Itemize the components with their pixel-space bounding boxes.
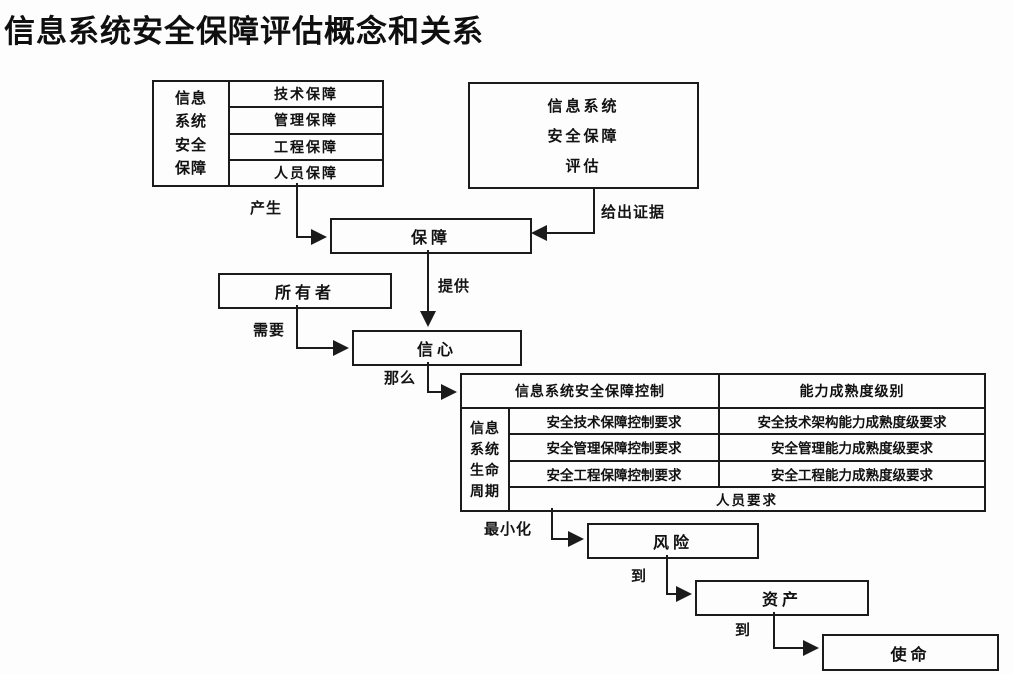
assurance-components-table: 信息系统安全保障 技术保障 管理保障 工程保障 人员保障: [152, 80, 384, 187]
assurance-table-side-label: 信息系统安全保障: [174, 90, 207, 177]
table-cell: 安全管理能力成熟度级要求: [771, 441, 933, 457]
table-cell: 安全技术架构能力成熟度级要求: [757, 415, 947, 431]
evaluation-box-line: 安全保障: [547, 128, 620, 145]
control-table-footer-cell: 人员要求: [716, 492, 778, 508]
edge-label-to-2: 到: [735, 622, 752, 639]
page-title: 信息系统安全保障评估概念和关系: [4, 14, 484, 49]
node-owner: 所有者: [218, 273, 392, 309]
node-asset: 资产: [695, 580, 869, 616]
edge-produce: [296, 183, 327, 245]
evaluation-box: 信息系统 安全保障 评估: [468, 82, 699, 189]
node-mission: 使命: [822, 634, 999, 671]
edge-label-minimize: 最小化: [484, 521, 533, 538]
node-confidence: 信心: [352, 330, 522, 366]
control-table-header: 信息系统安全保障控制 能力成熟度级别: [462, 375, 984, 409]
table-cell: 安全技术保障控制要求: [510, 409, 720, 434]
edge-minimize: [551, 508, 584, 547]
control-table-body: 信息系统生命周期 安全技术保障控制要求 安全技术架构能力成熟度级要求 安全管理保…: [462, 409, 984, 510]
edge-to-asset: [666, 555, 692, 602]
table-cell: 安全管理保障控制要求: [510, 435, 720, 460]
control-table-header-cell: 能力成熟度级别: [799, 383, 905, 399]
edge-label-to-1: 到: [631, 568, 648, 585]
edge-give-evidence: [531, 187, 595, 241]
assurance-table-side-cell: 信息系统安全保障: [154, 82, 230, 185]
control-table-side-label: 信息系统生命周期: [469, 419, 500, 499]
control-table-side-cell: 信息系统生命周期: [462, 409, 510, 510]
table-row: 安全工程保障控制要求 安全工程能力成熟度级要求: [510, 461, 984, 488]
node-risk: 风险: [587, 523, 759, 559]
edge-then: [427, 362, 457, 400]
table-row: 工程保障: [230, 135, 382, 161]
node-assurance: 保障: [330, 218, 532, 254]
assurance-table-rows: 技术保障 管理保障 工程保障 人员保障: [230, 82, 382, 185]
edge-label-produce: 产生: [250, 200, 283, 217]
evaluation-box-line: 评估: [565, 158, 602, 175]
table-row: 安全技术保障控制要求 安全技术架构能力成熟度级要求: [510, 409, 984, 436]
table-row: 安全管理保障控制要求 安全管理能力成熟度级要求: [510, 435, 984, 462]
control-table-header-cell: 信息系统安全保障控制: [462, 375, 720, 407]
control-table-grid: 安全技术保障控制要求 安全技术架构能力成熟度级要求 安全管理保障控制要求 安全管…: [510, 409, 984, 510]
table-row: 管理保障: [230, 108, 382, 135]
edge-label-give-evidence: 给出证据: [601, 204, 666, 221]
edge-need: [296, 305, 349, 356]
edge-label-need: 需要: [253, 322, 286, 339]
table-row: 人员保障: [274, 164, 338, 181]
table-row: 技术保障: [230, 82, 382, 109]
edge-to-mission: [773, 612, 819, 656]
evaluation-box-line: 信息系统: [547, 98, 620, 115]
table-cell: 安全工程保障控制要求: [510, 461, 720, 486]
table-cell: 安全工程能力成熟度级要求: [771, 467, 933, 483]
edge-label-provide: 提供: [438, 278, 471, 295]
edge-label-then: 那么: [384, 370, 417, 387]
control-maturity-table: 信息系统安全保障控制 能力成熟度级别 信息系统生命周期 安全技术保障控制要求 安…: [460, 373, 986, 512]
